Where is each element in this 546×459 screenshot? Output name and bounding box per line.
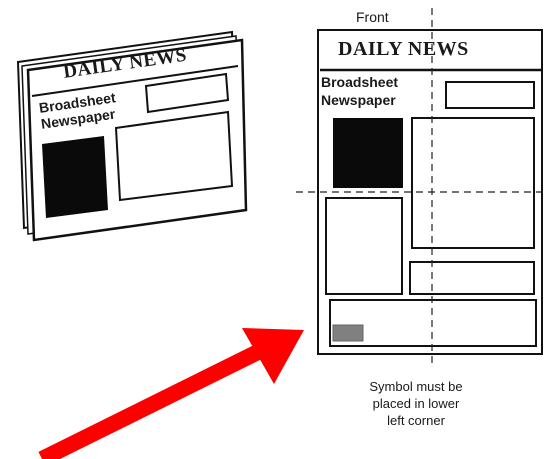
headline-box (446, 82, 534, 108)
front-label: Front (356, 9, 389, 25)
caption-line: left corner (336, 412, 496, 429)
front-page-layout (296, 8, 546, 366)
article-block (412, 118, 534, 248)
article-block (116, 112, 232, 200)
right-headline-line2: Newspaper (321, 92, 396, 108)
caption-line: Symbol must be (336, 378, 496, 395)
red-arrow-icon (42, 328, 304, 459)
symbol-placement-marker (333, 325, 363, 341)
right-headline-line1: Broadsheet (321, 74, 398, 90)
right-masthead: DAILY NEWS (338, 38, 469, 61)
caption: Symbol must be placed in lower left corn… (336, 378, 496, 429)
lower-left-block (326, 198, 402, 294)
photo-block (42, 136, 108, 218)
caption-line: placed in lower (336, 395, 496, 412)
photo-block (333, 118, 403, 188)
lower-right-block (410, 262, 534, 294)
